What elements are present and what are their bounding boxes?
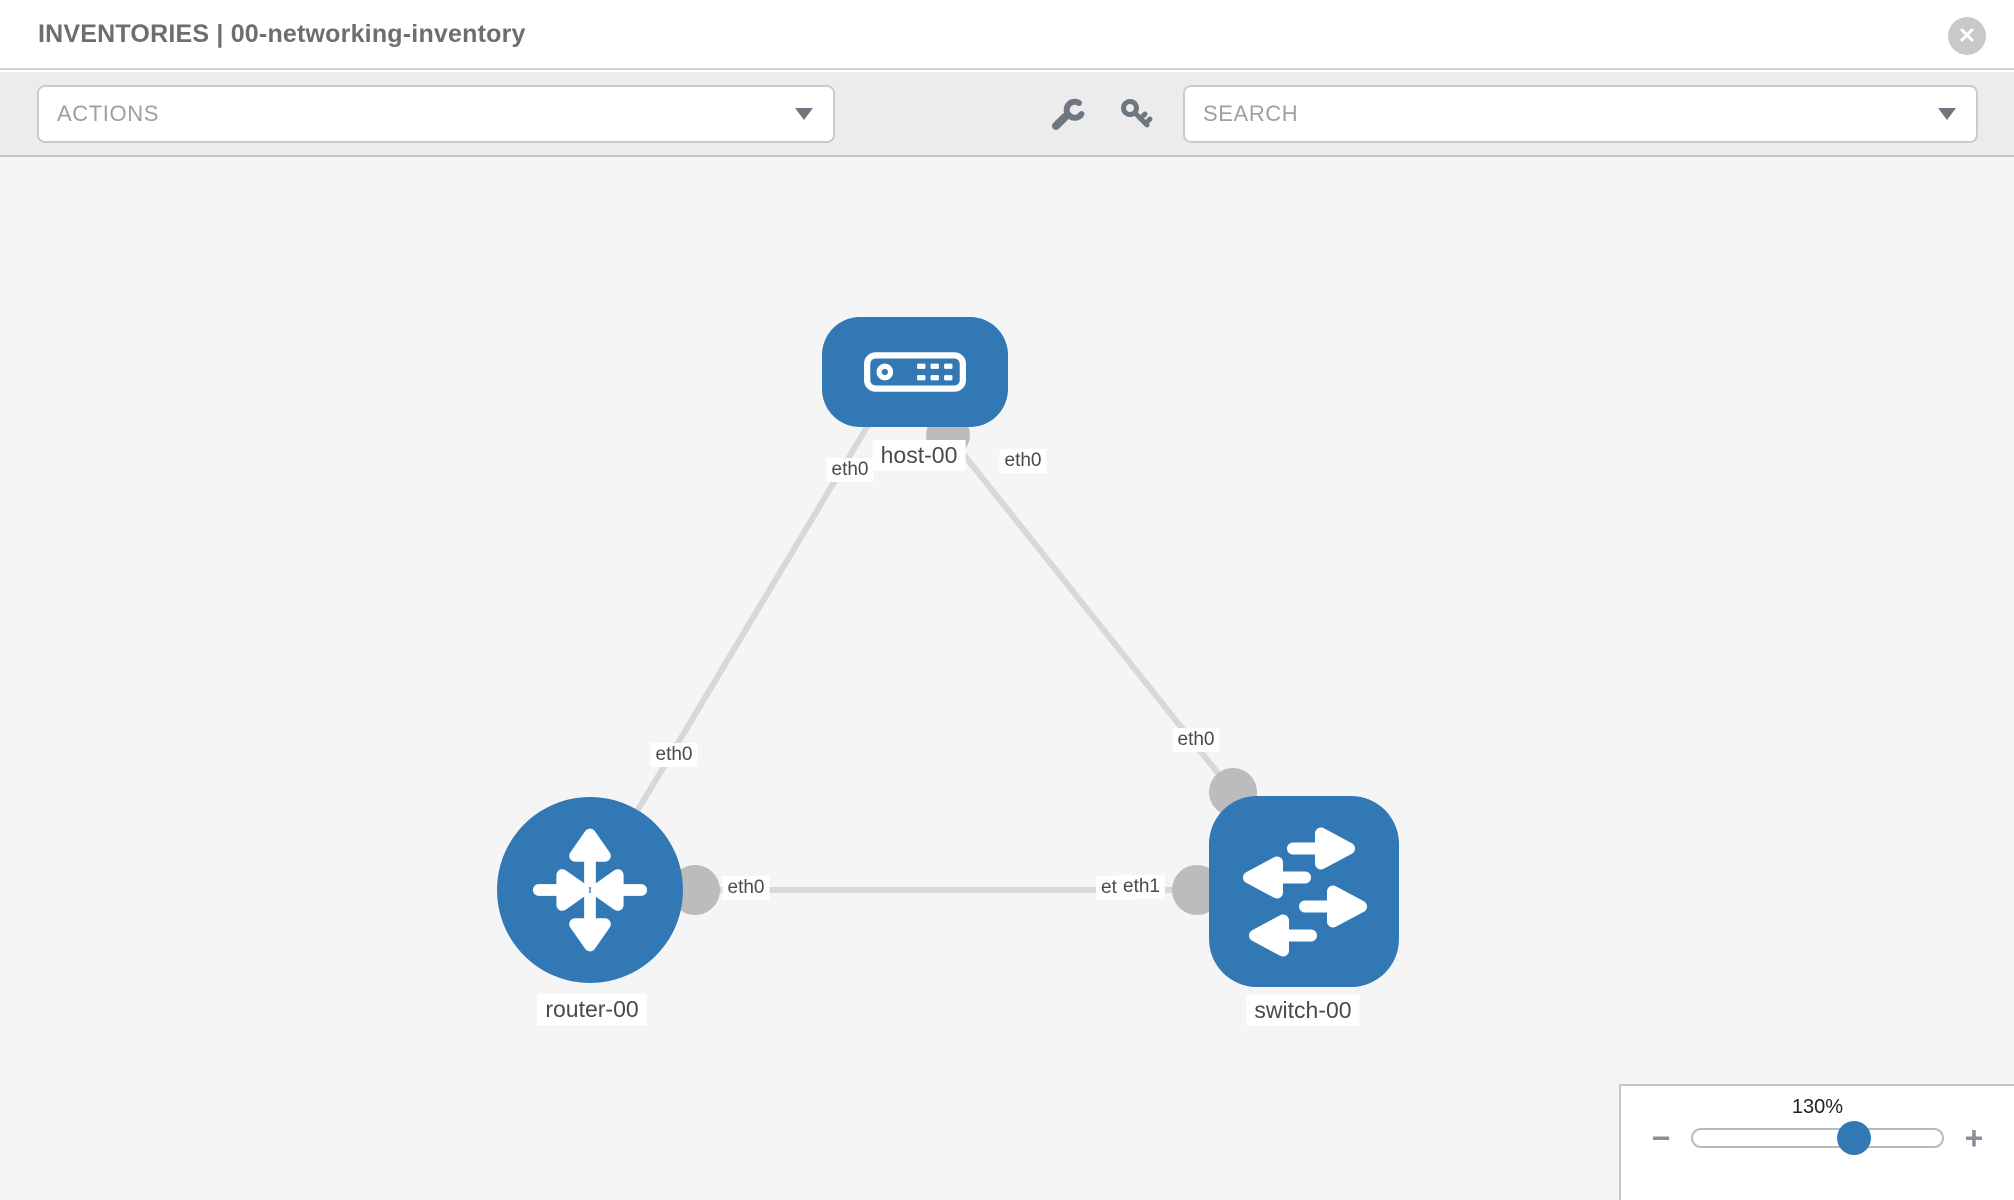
zoom-in-button[interactable]: + bbox=[1964, 1120, 1984, 1156]
toolbar: ACTIONS bbox=[0, 72, 2014, 157]
actions-dropdown[interactable]: ACTIONS bbox=[37, 85, 835, 143]
page-title: INVENTORIES | 00-networking-inventory bbox=[38, 20, 526, 48]
zoom-panel: 130% − + bbox=[1619, 1084, 2014, 1200]
if-label-router-eth0-up: eth0 bbox=[650, 743, 698, 767]
node-switch-00[interactable] bbox=[1209, 796, 1399, 987]
topology-canvas[interactable]: host-00 router-00 switch-00 eth0 eth0 et… bbox=[0, 157, 2014, 1200]
interface-dot-router bbox=[670, 865, 720, 915]
search-input[interactable] bbox=[1185, 101, 1938, 127]
node-host-00[interactable] bbox=[822, 317, 1008, 427]
if-label-host-eth0-right: eth0 bbox=[999, 449, 1047, 473]
node-label-host: host-00 bbox=[872, 440, 966, 471]
if-label-host-eth0-left: eth0 bbox=[826, 458, 874, 482]
search-dropdown[interactable] bbox=[1183, 85, 1978, 143]
key-icon[interactable] bbox=[1118, 96, 1154, 132]
zoom-out-button[interactable]: − bbox=[1651, 1120, 1671, 1156]
if-label-switch-eth1: eth1 bbox=[1118, 875, 1165, 899]
wrench-icon[interactable] bbox=[1049, 96, 1085, 132]
zoom-slider-thumb[interactable] bbox=[1837, 1121, 1872, 1155]
router-arrows-icon bbox=[532, 828, 648, 952]
if-label-switch-eth0-up: eth0 bbox=[1172, 728, 1220, 752]
close-icon[interactable]: ✕ bbox=[1948, 17, 1986, 55]
node-label-router: router-00 bbox=[537, 994, 647, 1025]
node-label-switch: switch-00 bbox=[1246, 995, 1360, 1026]
chevron-down-icon bbox=[795, 108, 813, 120]
if-label-router-eth0-link: eth0 bbox=[722, 876, 770, 900]
links-layer bbox=[587, 410, 1257, 915]
zoom-level-label: 130% bbox=[1791, 1096, 1844, 1118]
switch-arrows-icon bbox=[1243, 827, 1367, 957]
zoom-slider-track[interactable] bbox=[1691, 1121, 1944, 1155]
actions-dropdown-label: ACTIONS bbox=[57, 101, 159, 126]
host-server-icon bbox=[864, 352, 966, 392]
chevron-down-icon bbox=[1938, 108, 1956, 120]
node-router-00[interactable] bbox=[497, 797, 683, 983]
page-header: INVENTORIES | 00-networking-inventory ✕ bbox=[0, 0, 2014, 70]
